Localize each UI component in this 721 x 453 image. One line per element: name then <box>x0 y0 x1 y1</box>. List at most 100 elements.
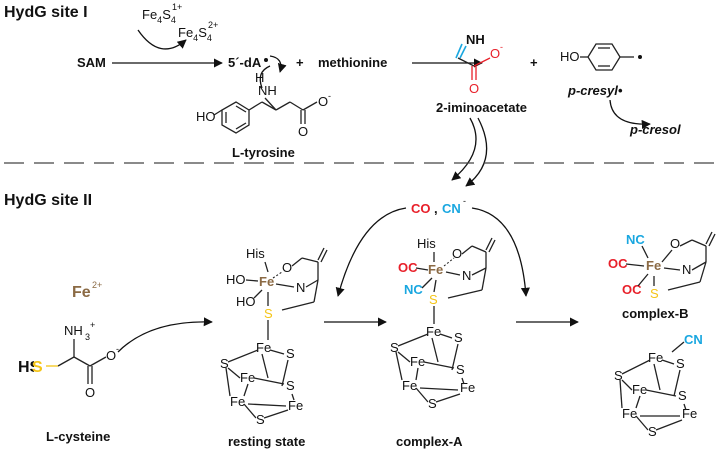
svg-text:-: - <box>328 91 331 101</box>
svg-text:Fe: Fe <box>646 258 661 273</box>
svg-text:CO: CO <box>411 201 431 216</box>
svg-text:2+: 2+ <box>92 280 102 290</box>
svg-text:Fe: Fe <box>622 406 637 421</box>
svg-text:His: His <box>246 246 265 261</box>
deoxyadenosyl-radical: 5´-dA <box>228 55 287 89</box>
svg-text:OC: OC <box>608 256 628 271</box>
transfer-arrow-a <box>451 117 477 181</box>
co-cn-arrow-left <box>335 207 407 297</box>
svg-text:S: S <box>614 368 623 383</box>
complex-b-label: complex-B <box>622 306 688 321</box>
svg-text:O: O <box>282 260 292 275</box>
svg-text:His: His <box>417 236 436 251</box>
co-cn-arrow-right <box>471 207 530 297</box>
svg-text:-: - <box>463 196 466 206</box>
svg-text:Fe: Fe <box>230 394 245 409</box>
svg-text:Fe: Fe <box>410 354 425 369</box>
svg-text:NH: NH <box>466 32 485 47</box>
svg-text:Fe: Fe <box>402 378 417 393</box>
svg-text:N: N <box>682 262 691 277</box>
svg-text:Fe: Fe <box>72 284 91 301</box>
svg-text:S: S <box>429 292 438 307</box>
svg-text:N: N <box>462 268 471 283</box>
svg-text:OC: OC <box>398 260 418 275</box>
svg-text:HO: HO <box>196 109 216 124</box>
svg-text:O: O <box>490 46 500 61</box>
svg-text:Fe: Fe <box>240 370 255 385</box>
svg-text:O: O <box>106 348 116 363</box>
fe4s4-oxidized-label: Fe4S4 2+ <box>178 20 218 43</box>
svg-text:S: S <box>264 306 273 321</box>
svg-text:S: S <box>456 362 465 377</box>
resting-state-cluster: Fe S S Fe S Fe Fe S <box>220 340 303 427</box>
svg-text:CN: CN <box>684 332 703 347</box>
svg-text:1+: 1+ <box>172 2 182 12</box>
svg-text:Fe: Fe <box>288 398 303 413</box>
plus-sign-1: + <box>296 55 304 70</box>
tyrosine-structure: H NH O O - HO <box>196 70 331 139</box>
transfer-arrow-b <box>465 117 488 187</box>
svg-text:S: S <box>454 330 463 345</box>
svg-text:S: S <box>220 356 229 371</box>
svg-text:Fe: Fe <box>256 340 271 355</box>
svg-text:S: S <box>390 340 399 355</box>
svg-text:NC: NC <box>626 232 645 247</box>
svg-text:CN: CN <box>442 201 461 216</box>
cysteine-structure: NH 3 + O O - HS S <box>18 320 119 400</box>
svg-text:NH: NH <box>64 323 83 338</box>
resting-state-structure: His HO HO Fe O N S <box>226 246 328 340</box>
complex-a-cluster: Fe S S Fe S Fe Fe S <box>390 324 475 411</box>
cresol-arrow <box>609 99 651 129</box>
svg-text:HO: HO <box>560 49 580 64</box>
svg-text:S: S <box>650 286 659 301</box>
svg-text:Fe4S4: Fe4S4 <box>142 7 176 25</box>
svg-text:Fe: Fe <box>648 350 663 365</box>
svg-text:-: - <box>500 42 503 52</box>
svg-text:Fe: Fe <box>632 382 647 397</box>
svg-text:S: S <box>428 396 437 411</box>
svg-text:Fe: Fe <box>428 262 443 277</box>
resting-state-label: resting state <box>228 434 305 449</box>
site2-heading: HydG site II <box>4 192 92 209</box>
site1-heading: HydG site I <box>4 4 88 21</box>
svg-text:S: S <box>286 346 295 361</box>
cysteine-arrow <box>117 317 213 353</box>
complex-b-structure: NC Fe OC OC O N S <box>608 231 716 301</box>
svg-text:Fe: Fe <box>259 274 274 289</box>
svg-text:S: S <box>286 378 295 393</box>
svg-text:O: O <box>298 124 308 139</box>
plus-sign-2: + <box>530 55 538 70</box>
fe2-label: Fe 2+ <box>72 280 102 301</box>
sam-label: SAM <box>77 55 106 70</box>
svg-text:N: N <box>296 280 305 295</box>
svg-text:O: O <box>452 246 462 261</box>
svg-text:O: O <box>318 94 328 109</box>
svg-text:-: - <box>116 344 119 354</box>
svg-text:OC: OC <box>622 282 642 297</box>
fe4s4-reduced-label: Fe4S4 1+ <box>142 2 182 25</box>
svg-text:NC: NC <box>404 282 423 297</box>
svg-text:S: S <box>678 388 687 403</box>
svg-text:3: 3 <box>85 332 90 342</box>
complex-a-structure: His Fe OC NC O N S <box>398 236 496 324</box>
svg-text:S: S <box>676 356 685 371</box>
complex-b-cluster: CN Fe S S Fe S Fe Fe S <box>614 332 703 439</box>
svg-text:S: S <box>256 412 265 427</box>
iminoacetate-structure: NH O - O <box>455 32 503 96</box>
svg-text:Fe: Fe <box>460 380 475 395</box>
p-cresyl-label: p-cresyl• <box>567 83 623 98</box>
cysteine-label: L-cysteine <box>46 429 110 444</box>
svg-text:S: S <box>648 424 657 439</box>
svg-text:5´-dA: 5´-dA <box>228 55 262 70</box>
svg-text:H: H <box>255 70 264 85</box>
svg-text:O: O <box>670 236 680 251</box>
iminoacetate-label: 2-iminoacetate <box>436 100 527 115</box>
co-cn-label: CO , CN - <box>411 196 466 216</box>
svg-text:Fe: Fe <box>426 324 441 339</box>
fe4s4-curved-arrow <box>137 29 187 50</box>
tyrosine-label: L-tyrosine <box>232 145 295 160</box>
svg-text:+: + <box>90 320 95 330</box>
p-cresol-label: p-cresol <box>629 122 681 137</box>
svg-text:NH: NH <box>258 83 277 98</box>
